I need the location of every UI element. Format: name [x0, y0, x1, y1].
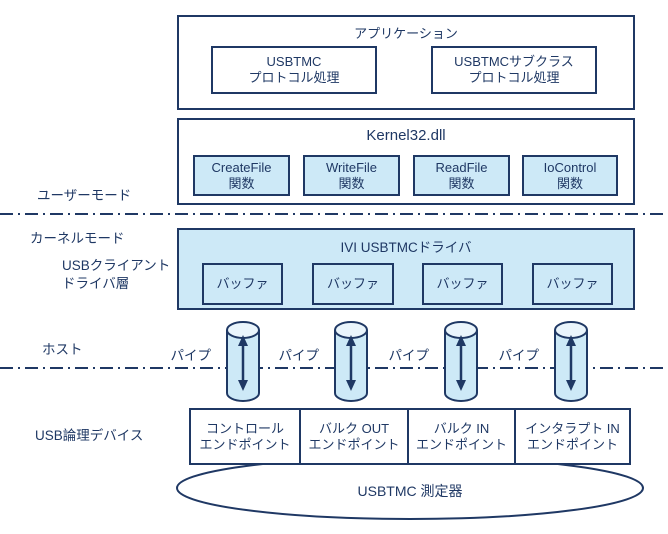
usbtmc-protocol-box: USBTMC プロトコル処理 — [211, 46, 377, 94]
interrupt-in-endpoint-line2: エンドポイント — [526, 436, 618, 452]
pipe-down-arrow-icon — [456, 380, 466, 391]
pipe-label-2: パイプ — [278, 348, 320, 363]
bulk-out-endpoint-line2: エンドポイント — [308, 436, 400, 452]
usb-client-line1: USBクライアント — [62, 258, 171, 273]
usbtmc-subclass-line1: USBTMCサブクラス — [454, 54, 574, 69]
writefile-line2: 関数 — [338, 175, 365, 191]
pipe-down-arrow-icon — [346, 380, 356, 391]
ivi-usbtmc-driver-box — [177, 228, 635, 310]
bulk-in-endpoint-line2: エンドポイント — [415, 436, 507, 452]
readfile-function-box: ReadFile 関数 — [413, 155, 510, 196]
pipe-down-arrow-icon — [238, 380, 248, 391]
writefile-function-box: WriteFile 関数 — [303, 155, 400, 196]
createfile-line1: CreateFile — [211, 159, 272, 175]
interrupt-in-endpoint-line1: インタラプト IN — [525, 420, 620, 436]
pipe-up-arrow-icon — [346, 335, 356, 346]
iocontrol-function-box: IoControl 関数 — [522, 155, 618, 196]
pipe-label-3: パイプ — [388, 348, 430, 363]
control-endpoint-line2: エンドポイント — [199, 436, 291, 452]
pipe-cylinder-2 — [334, 321, 368, 402]
application-layer-title: アプリケーション — [354, 26, 458, 41]
pipe-cylinder-1 — [226, 321, 260, 402]
control-endpoint-line1: コントロール — [205, 420, 284, 436]
user-kernel-divider-line — [0, 213, 668, 215]
iocontrol-line1: IoControl — [543, 159, 597, 175]
usb-logical-device-label: USB論理デバイス — [35, 428, 144, 443]
usbtmc-subclass-protocol-box: USBTMCサブクラス プロトコル処理 — [431, 46, 597, 94]
writefile-line1: WriteFile — [325, 159, 378, 175]
pipe-down-arrow-icon — [566, 380, 576, 391]
interrupt-in-endpoint-box: インタラプト IN エンドポイント — [514, 408, 631, 465]
bulk-in-endpoint-line1: バルク IN — [433, 420, 490, 436]
control-endpoint-box: コントロール エンドポイント — [189, 408, 301, 465]
pipe-up-arrow-icon — [238, 335, 248, 346]
pipe-label-1: パイプ — [170, 348, 212, 363]
pipe-label-4: パイプ — [498, 348, 540, 363]
buffer-box-2: バッファ — [312, 263, 394, 305]
kernel-mode-label: カーネルモード — [30, 231, 125, 246]
user-mode-label: ユーザーモード — [37, 188, 132, 203]
buffer-box-1: バッファ — [202, 263, 283, 305]
host-label: ホスト — [42, 342, 83, 357]
pipe-cylinder-4 — [554, 321, 588, 402]
buffer-label-4: バッファ — [546, 276, 599, 291]
usbtmc-protocol-line1: USBTMC — [266, 54, 322, 69]
buffer-box-4: バッファ — [532, 263, 613, 305]
usbtmc-subclass-line2: プロトコル処理 — [468, 70, 560, 85]
usb-client-driver-layer-label: USBクライアント ドライバ層 — [62, 257, 170, 293]
createfile-line2: 関数 — [228, 175, 255, 191]
bulk-in-endpoint-box: バルク IN エンドポイント — [407, 408, 516, 465]
bulk-out-endpoint-box: バルク OUT エンドポイント — [299, 408, 409, 465]
iocontrol-line2: 関数 — [556, 175, 583, 191]
usbtmc-instrument-label: USBTMC 測定器 — [357, 483, 463, 499]
buffer-box-3: バッファ — [422, 263, 503, 305]
ivi-usbtmc-driver-title: IVI USBTMCドライバ — [340, 240, 472, 255]
readfile-line1: ReadFile — [435, 159, 488, 175]
usb-client-line2: ドライバ層 — [62, 276, 130, 291]
readfile-line2: 関数 — [448, 175, 475, 191]
buffer-label-1: バッファ — [216, 276, 269, 291]
pipe-up-arrow-icon — [566, 335, 576, 346]
pipe-up-arrow-icon — [456, 335, 466, 346]
buffer-label-2: バッファ — [326, 276, 379, 291]
bulk-out-endpoint-line1: バルク OUT — [318, 420, 390, 436]
kernel32-title: Kernel32.dll — [366, 127, 446, 144]
pipe-cylinder-3 — [444, 321, 478, 402]
usbtmc-protocol-line2: プロトコル処理 — [248, 70, 340, 85]
createfile-function-box: CreateFile 関数 — [193, 155, 290, 196]
buffer-label-3: バッファ — [436, 276, 489, 291]
